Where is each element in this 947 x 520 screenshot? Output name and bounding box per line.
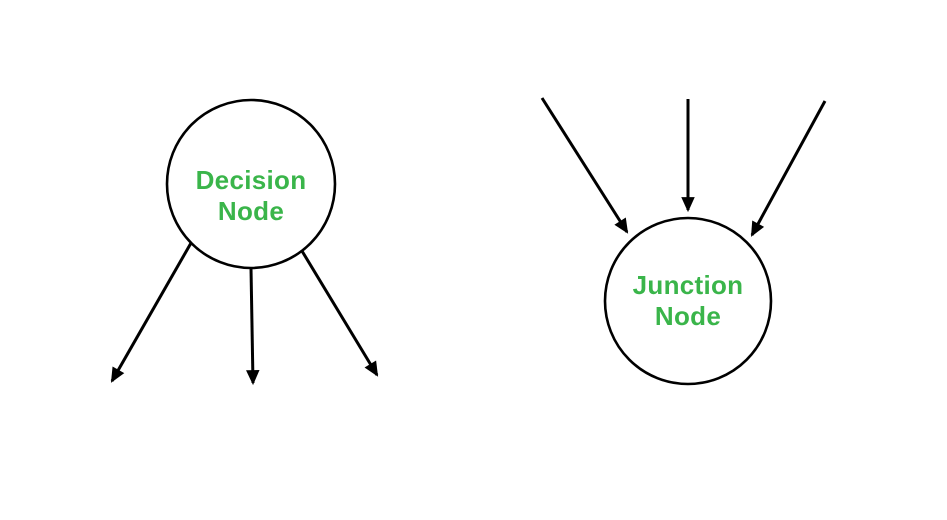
junction-node-label: Junction Node [598, 268, 778, 334]
junction-in-arrow-left [540, 97, 629, 234]
decision-label-line1: Decision [195, 165, 307, 195]
decision-out-arrow-left [110, 242, 193, 383]
decision-label-line2: Node [217, 196, 285, 226]
junction-in-arrow-right [750, 100, 827, 237]
junction-label-line2: Node [654, 301, 722, 331]
junction-node-circle [603, 216, 773, 386]
decision-node-label: Decision Node [161, 163, 341, 229]
junction-label-line1: Junction [632, 270, 744, 300]
decision-out-arrow-right [300, 250, 379, 377]
decision-out-arrow-middle [246, 267, 260, 386]
